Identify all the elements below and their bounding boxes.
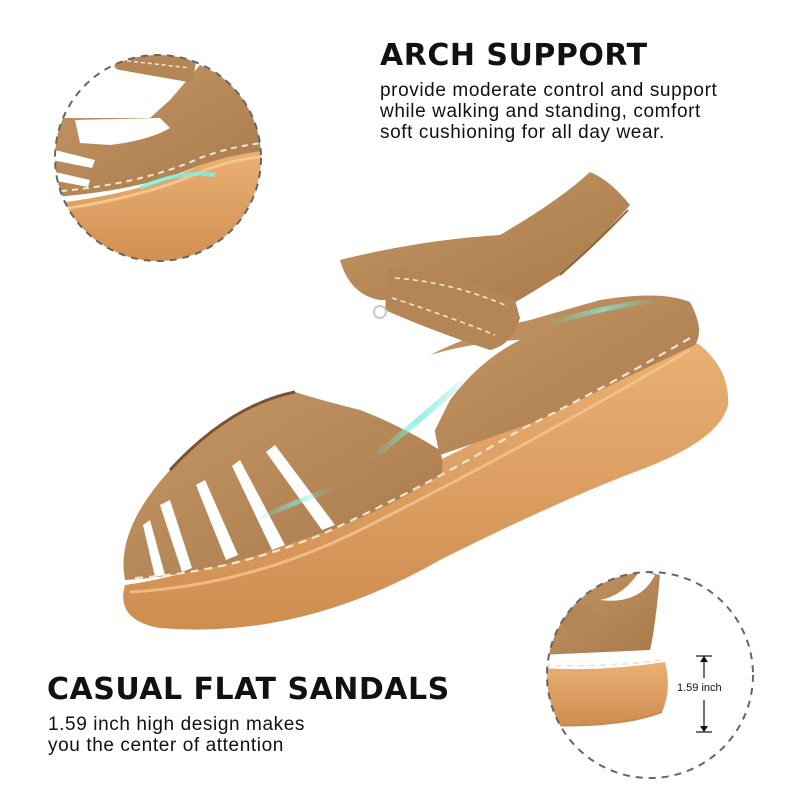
height-measure-marker: [696, 655, 712, 733]
arch-glow: [253, 297, 661, 523]
ankle-strap: [340, 172, 630, 305]
arch-support-line: provide moderate control and support: [380, 80, 718, 101]
welt-stitching: [134, 337, 691, 580]
arch-support-line: soft cushioning for all day wear.: [380, 122, 665, 143]
sandal-main: [123, 172, 729, 630]
casual-sandals-title: CASUAL FLAT SANDALS: [47, 672, 450, 707]
arch-support-line: while walking and standing, comfort: [380, 101, 701, 122]
arch-detail-circle: [54, 54, 262, 262]
height-measure-label: 1.59 inch: [677, 682, 722, 694]
casual-line: 1.59 inch high design makes: [48, 714, 306, 735]
arch-support-title: ARCH SUPPORT: [380, 38, 648, 73]
casual-line: you the center of attention: [48, 735, 284, 756]
velcro-tab: [373, 268, 520, 350]
height-detail-circle: [546, 571, 754, 779]
casual-sandals-description: 1.59 inch high design makes you the cent…: [48, 714, 305, 756]
arch-support-description: provide moderate control and support whi…: [380, 80, 717, 143]
sandal-sole: [123, 340, 729, 630]
